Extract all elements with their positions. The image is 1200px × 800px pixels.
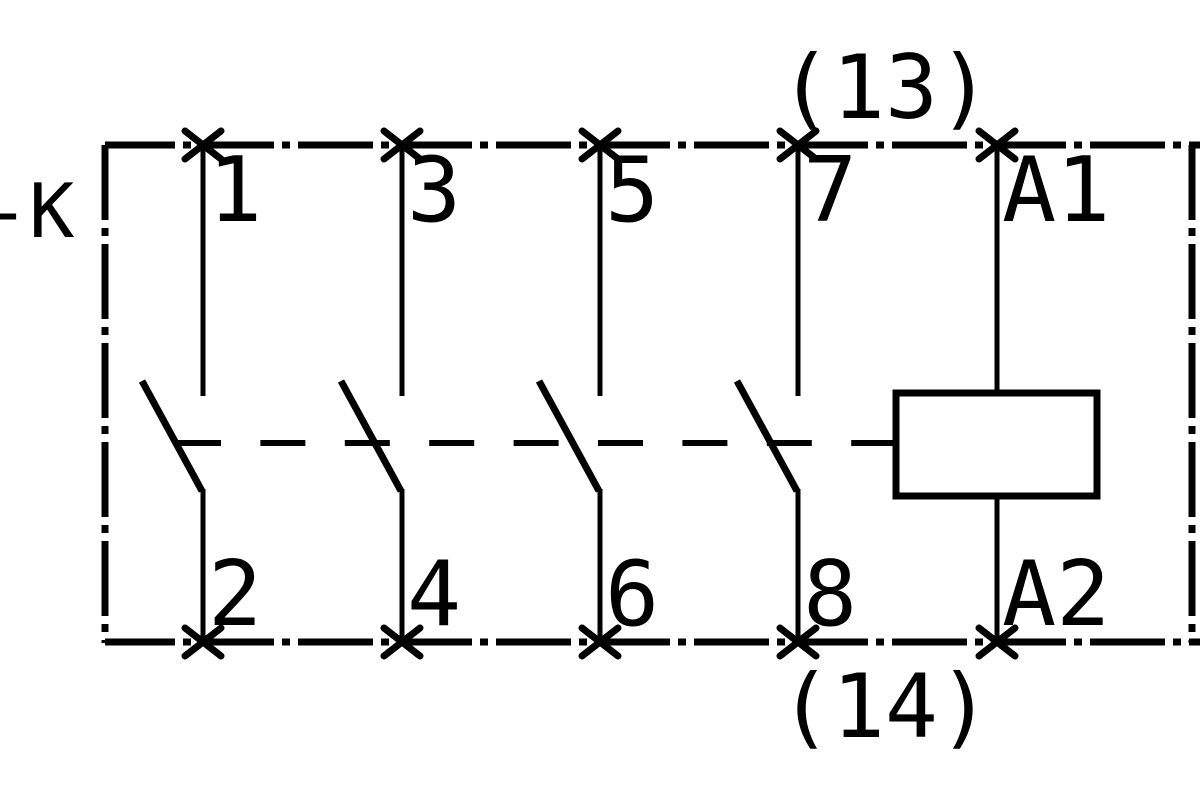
- contact-pole-1: [138, 145, 206, 642]
- aux-terminal-14-label: (14): [779, 655, 991, 758]
- terminal-x-2: [181, 624, 225, 660]
- terminal-label-6: 6: [605, 542, 659, 647]
- terminal-x-a1: [975, 127, 1019, 163]
- contact-pole-2: [337, 145, 405, 642]
- pole4-contact-blade: [733, 379, 801, 493]
- terminal-label-3: 3: [407, 138, 461, 243]
- terminal-label-a2: A2: [1002, 542, 1110, 647]
- terminal-x-8: [776, 624, 820, 660]
- top-terminal-marks: [181, 127, 1019, 163]
- pole3-contact-blade: [535, 379, 603, 493]
- component-reference-label: -K: [0, 167, 74, 255]
- pole1-contact-blade: [138, 379, 206, 493]
- terminal-x-1: [181, 127, 225, 163]
- terminal-label-7: 7: [803, 138, 857, 243]
- coil-pole: [892, 145, 1101, 642]
- bottom-terminal-marks: [181, 624, 1019, 660]
- aux-terminal-13-label: (13): [779, 36, 991, 139]
- pole2-contact-blade: [337, 379, 405, 493]
- enclosure-frame: [101, 141, 1200, 646]
- terminal-x-5: [578, 127, 622, 163]
- terminal-x-6: [578, 624, 622, 660]
- contact-pole-4: [733, 145, 801, 642]
- contact-pole-3: [535, 145, 603, 642]
- terminal-label-8: 8: [803, 542, 857, 647]
- terminal-x-7: [776, 127, 820, 163]
- terminal-label-a1: A1: [1002, 138, 1110, 243]
- terminal-label-2: 2: [208, 542, 262, 647]
- terminal-x-4: [380, 624, 424, 660]
- terminal-x-a2: [975, 624, 1019, 660]
- terminal-label-4: 4: [407, 542, 461, 647]
- terminal-label-5: 5: [605, 138, 659, 243]
- terminal-label-1: 1: [208, 138, 262, 243]
- terminal-x-3: [380, 127, 424, 163]
- coil-symbol: [892, 389, 1101, 500]
